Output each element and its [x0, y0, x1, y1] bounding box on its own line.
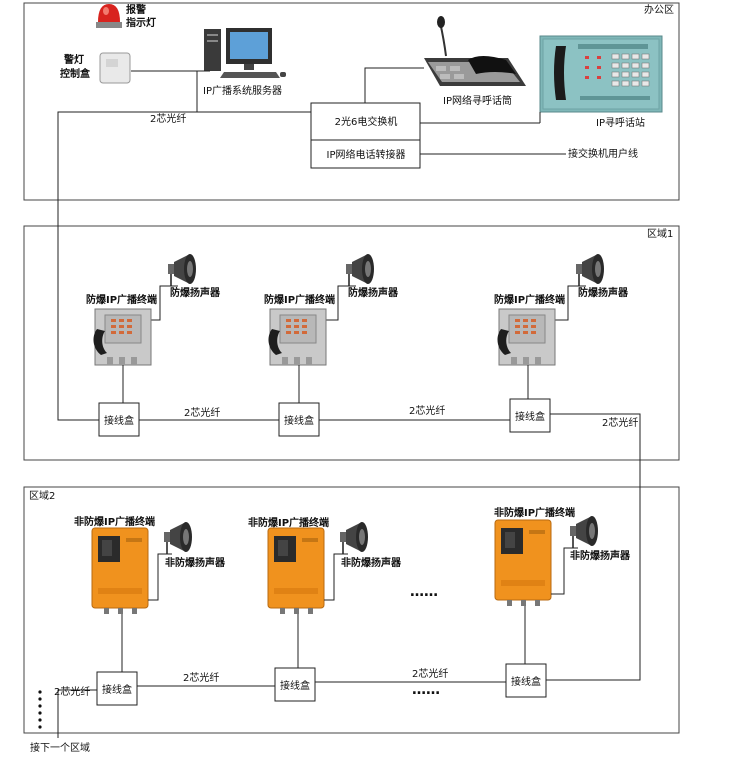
area1-speaker-label: 防爆扬声器	[170, 286, 221, 299]
area1-speaker-label: 防爆扬声器	[348, 286, 399, 299]
speaker-icon	[167, 253, 197, 287]
area2-ellipsis-top: ……	[410, 584, 438, 600]
speaker-icon	[339, 521, 369, 555]
area1-terminal-label: 防爆IP广播终端	[86, 293, 157, 306]
next-area-label: 接下一个区域	[30, 741, 90, 754]
broadcast-server-label: IP广播系统服务器	[203, 84, 282, 97]
junction-box	[96, 671, 138, 706]
area1-zone: 区域1	[23, 225, 680, 461]
paging-station-icon	[539, 35, 663, 113]
phone-converter-label: IP网络电话转接器	[327, 148, 406, 161]
area2-fiber-label-3: 2芯光纤	[54, 685, 90, 698]
area1-fiber-label-3: 2芯光纤	[602, 416, 638, 429]
area2-terminal-label: 非防爆IP广播终端	[74, 515, 155, 528]
explosion-proof-terminal-icon	[497, 308, 556, 366]
area1-unit-3: 防爆IP广播终端 防爆扬声器 接线盒	[494, 253, 629, 433]
area2-fiber-label-1: 2芯光纤	[183, 671, 219, 684]
fiber-office-label: 2芯光纤	[150, 112, 186, 125]
junction-box	[274, 667, 316, 702]
office-zone-label: 办公区	[644, 3, 674, 16]
paging-station-label: IP寻呼话站	[596, 116, 645, 129]
explosion-proof-terminal-icon	[268, 308, 327, 366]
area1-unit-1: 防爆IP广播终端 防爆扬声器 接线盒	[86, 253, 221, 437]
area2-unit-2: 非防爆IP广播终端 非防爆扬声器 接线盒	[248, 516, 402, 702]
area2-speaker-label: 非防爆扬声器	[570, 549, 631, 562]
area2-speaker-label: 非防爆扬声器	[341, 556, 402, 569]
junction-box-label: 接线盒	[104, 414, 134, 427]
speaker-icon	[575, 253, 605, 287]
junction-box	[278, 402, 320, 437]
area1-terminal-label: 防爆IP广播终端	[494, 293, 565, 306]
area2-fiber-label-2: 2芯光纤	[412, 667, 448, 680]
non-explosion-proof-terminal-icon	[267, 527, 325, 615]
explosion-proof-terminal-icon	[93, 308, 152, 366]
area2-zone-label: 区域2	[29, 489, 55, 502]
speaker-icon	[569, 515, 599, 549]
area1-fiber-label-2: 2芯光纤	[409, 404, 445, 417]
lamp-control-label-1: 警灯	[63, 53, 84, 66]
junction-box-label: 接线盒	[280, 679, 310, 692]
area1-terminal-label: 防爆IP广播终端	[264, 293, 335, 306]
paging-mic-label: IP网络寻呼话筒	[443, 94, 512, 107]
junction-box	[505, 663, 547, 698]
junction-box-label: 接线盒	[284, 414, 314, 427]
area1-zone-label: 区域1	[647, 227, 673, 240]
alarm-light-label-2: 指示灯	[126, 16, 156, 29]
speaker-icon	[163, 521, 193, 555]
junction-box-label: 接线盒	[511, 675, 541, 688]
office-zone: 办公区	[23, 2, 680, 201]
area2-unit-3: 非防爆IP广播终端 非防爆扬声器 接线盒	[494, 506, 631, 698]
area1-unit-2: 防爆IP广播终端 防爆扬声器 接线盒	[264, 253, 399, 437]
switch-label: 2光6电交换机	[335, 115, 398, 128]
non-explosion-proof-terminal-icon	[494, 519, 552, 607]
non-explosion-proof-terminal-icon	[91, 527, 149, 615]
area1-fiber-label-1: 2芯光纤	[184, 406, 220, 419]
junction-box	[509, 398, 551, 433]
paging-microphone-icon	[424, 16, 526, 86]
speaker-icon	[345, 253, 375, 287]
server-computer-icon	[204, 28, 286, 78]
alarm-light-icon	[96, 4, 122, 28]
next-area-dots	[38, 690, 42, 729]
area2-speaker-label: 非防爆扬声器	[165, 556, 226, 569]
lamp-control-label-2: 控制盒	[60, 67, 91, 80]
area2-unit-1: 非防爆IP广播终端 非防爆扬声器 接线盒	[74, 515, 226, 706]
area2-ellipsis-bottom: ……	[412, 682, 440, 698]
phone-converter-box	[310, 139, 421, 169]
junction-box-label: 接线盒	[102, 683, 132, 696]
user-line-label: 接交换机用户线	[568, 147, 638, 160]
lamp-control-box-icon	[99, 52, 131, 84]
area2-terminal-label: 非防爆IP广播终端	[494, 506, 575, 519]
area2-terminal-label: 非防爆IP广播终端	[248, 516, 329, 529]
junction-box-label: 接线盒	[515, 410, 545, 423]
junction-box	[98, 402, 140, 437]
area1-speaker-label: 防爆扬声器	[578, 286, 629, 299]
alarm-light-label-1: 报警	[126, 3, 146, 16]
area2-zone: 区域2	[23, 486, 680, 734]
